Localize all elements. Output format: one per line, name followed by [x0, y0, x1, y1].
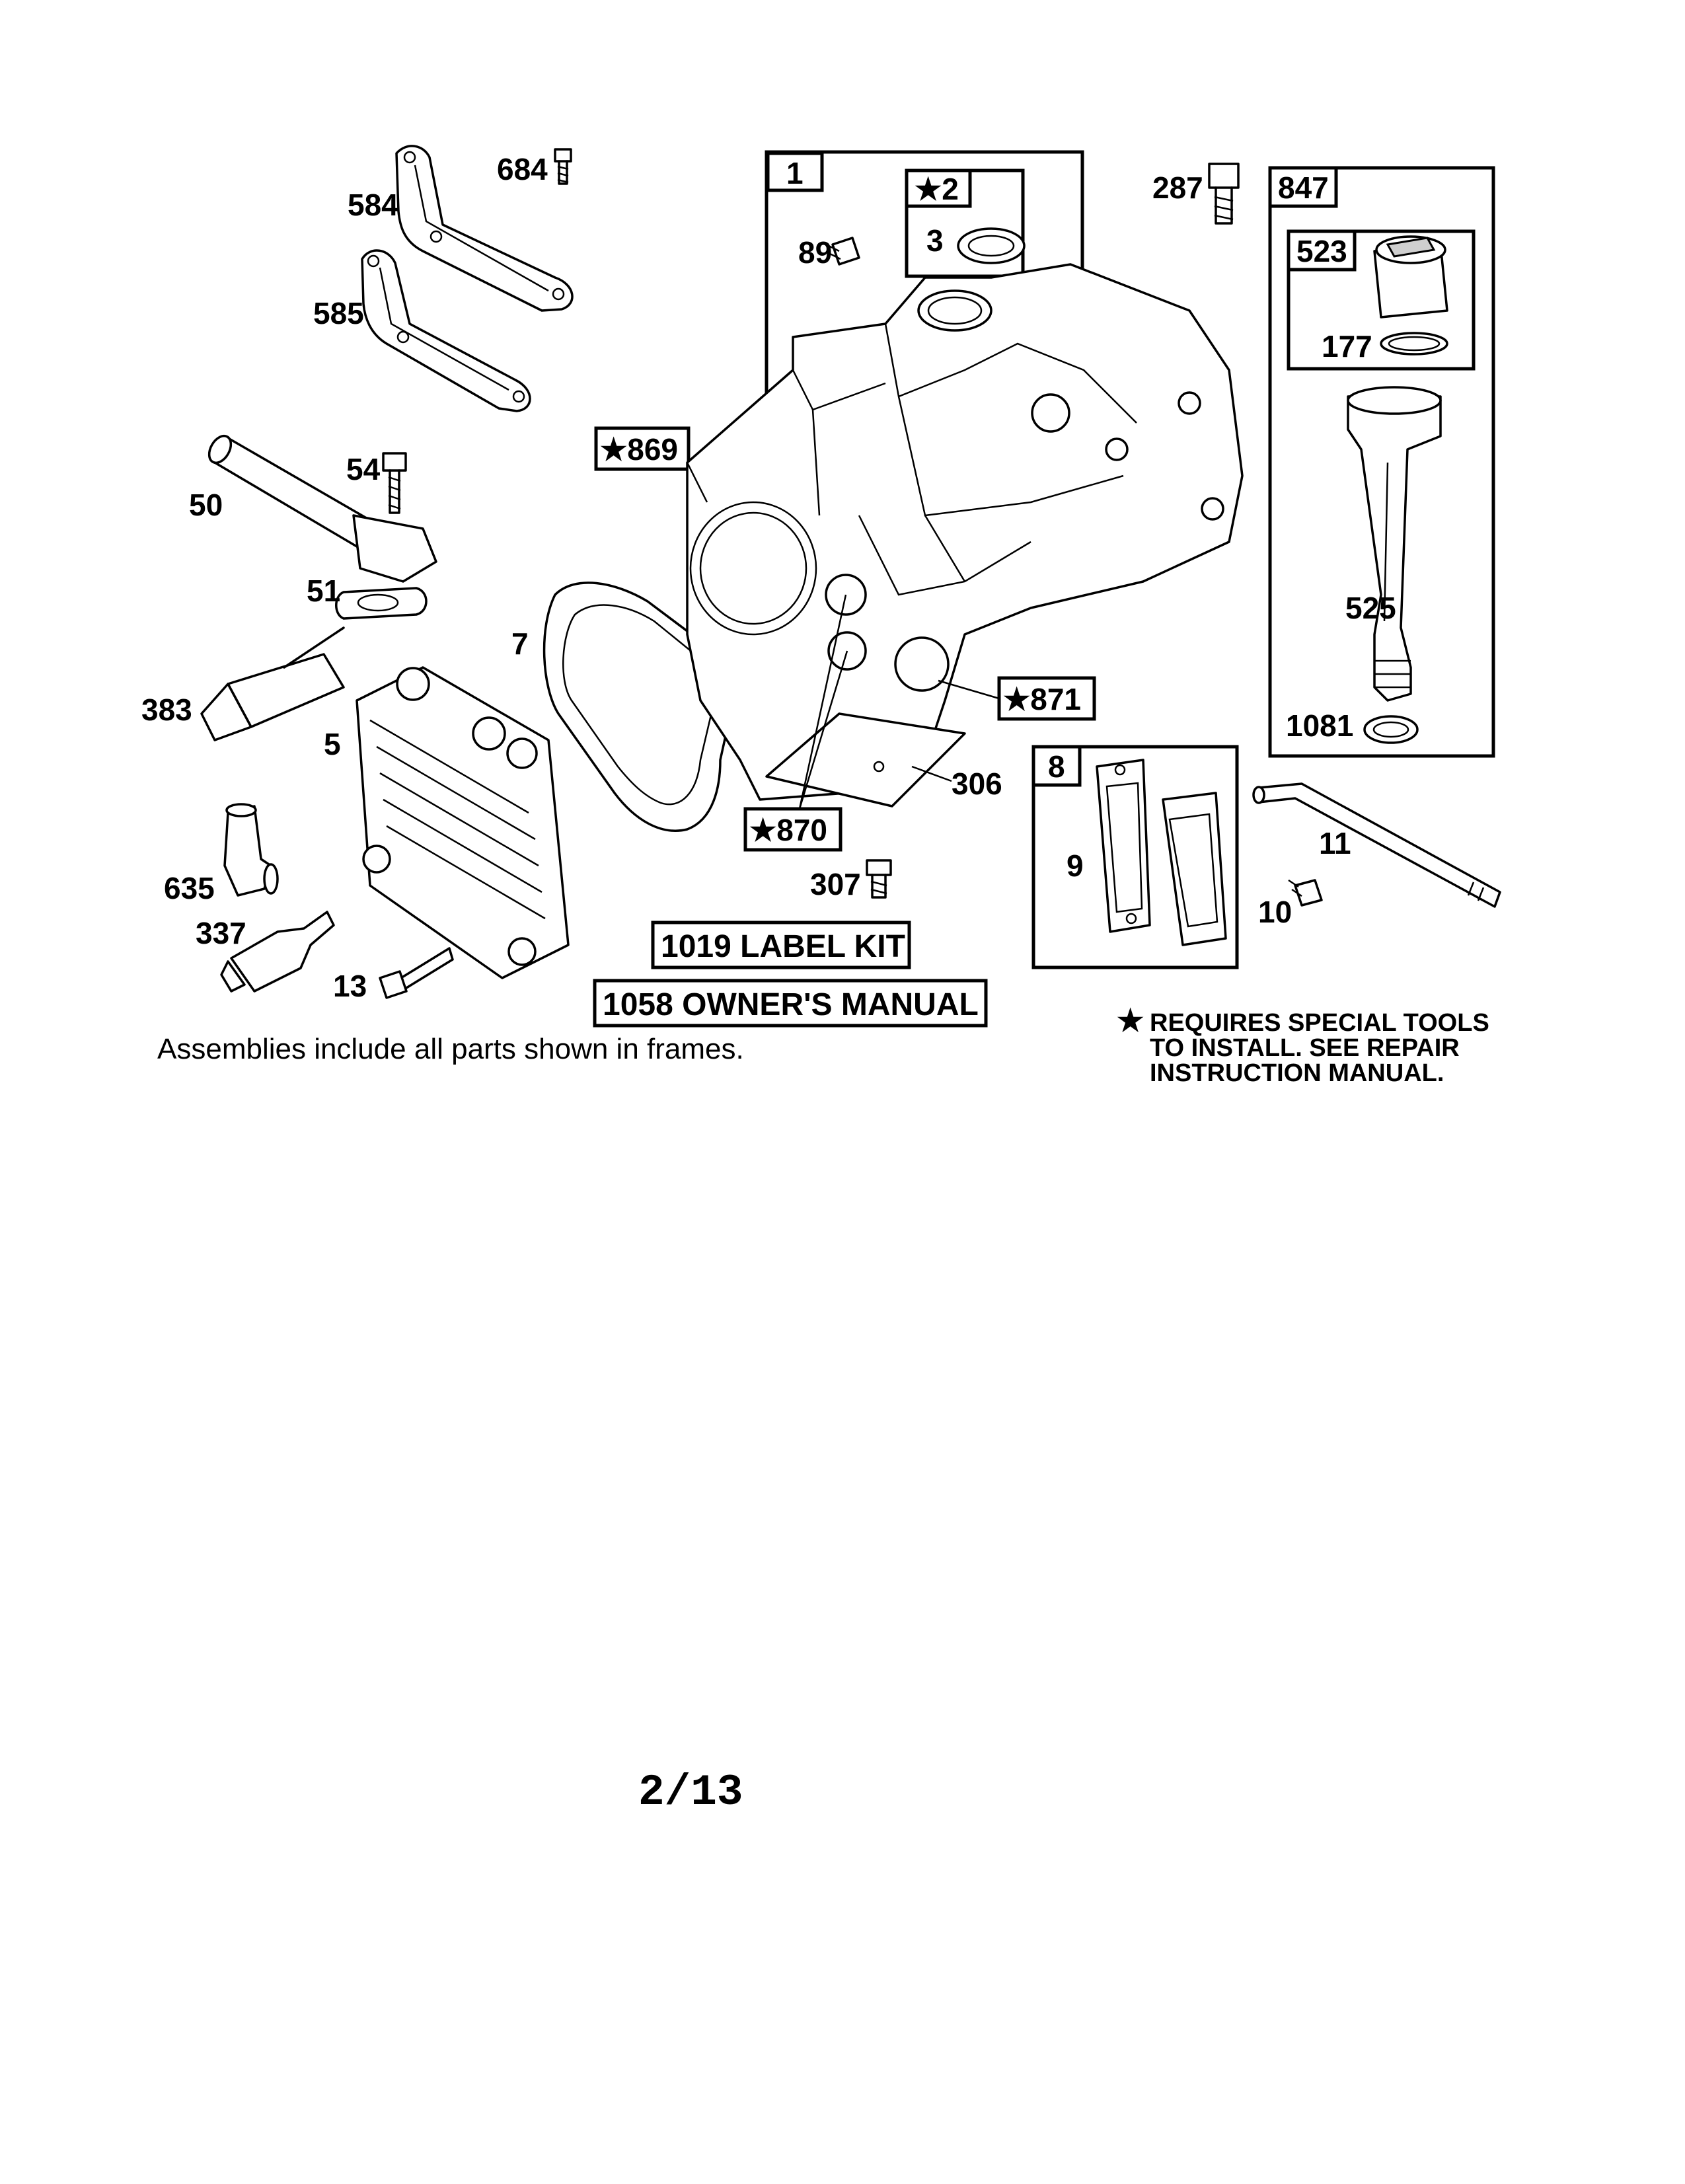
breather-tube-50-drawing: [207, 434, 437, 583]
callout-3: 3: [926, 223, 944, 258]
frame-1-tag: [766, 151, 824, 192]
frame-8-tag: [1031, 745, 1082, 787]
leader-306: [911, 765, 952, 782]
callout-307: 307: [810, 867, 861, 901]
callout-9: 9: [1067, 848, 1084, 883]
callout-54: 54: [346, 452, 381, 486]
callout-684: 684: [497, 152, 548, 186]
callout-585: 585: [313, 296, 364, 330]
callout-584: 584: [348, 188, 398, 222]
special-tools-star: ★: [1117, 1003, 1144, 1037]
boxed-label-1: 1: [786, 156, 804, 190]
dipstick-11-drawing: [1252, 782, 1501, 908]
frame-2-tag: [905, 169, 972, 208]
box-label-kit: [651, 921, 911, 969]
callout-50: 50: [189, 488, 223, 522]
assemblies-note: Assemblies include all parts shown in fr…: [157, 1033, 744, 1065]
callout-383: 383: [141, 693, 192, 727]
special-tools-line-3: INSTRUCTION MANUAL.: [1150, 1059, 1444, 1087]
dipstick-cap-523-drawing: [1373, 235, 1448, 319]
bolt-13-drawing: [379, 947, 454, 999]
o-ring-1081-drawing: [1363, 715, 1419, 744]
callout-337: 337: [196, 916, 246, 950]
screw-10-drawing: [1288, 879, 1323, 907]
frame-8: [1031, 745, 1239, 969]
boxed-label-869: ★869: [600, 432, 678, 467]
boxed-label-847: 847: [1278, 170, 1329, 205]
callout-306: 306: [952, 767, 1002, 801]
callout-7: 7: [511, 626, 529, 661]
gasket-51-drawing: [335, 587, 428, 620]
special-tools-line-2: TO INSTALL. SEE REPAIR: [1150, 1034, 1460, 1062]
callout-89: 89: [798, 235, 832, 270]
callout-525: 525: [1345, 591, 1396, 625]
bolt-287-drawing: [1208, 163, 1240, 225]
frame-847: [1268, 166, 1495, 758]
gasket-585-drawing: [361, 249, 531, 412]
label-kit-text: 1019 LABEL KIT: [661, 929, 905, 964]
bolt-54-drawing: [382, 452, 407, 514]
screw-89-drawing: [825, 237, 860, 266]
callout-287: 287: [1152, 170, 1203, 205]
screw-307-drawing: [866, 859, 892, 899]
frame-523: [1287, 229, 1476, 371]
owners-manual-text: 1058 OWNER'S MANUAL: [603, 987, 979, 1022]
box-869: [594, 426, 691, 471]
breather-8-drawing: [1162, 792, 1227, 946]
special-tools-line-1: REQUIRES SPECIAL TOOLS: [1150, 1009, 1489, 1037]
boxed-label-870: ★870: [749, 813, 827, 847]
callout-635: 635: [164, 871, 215, 905]
callout-13: 13: [333, 969, 367, 1003]
gasket-9-drawing: [1096, 759, 1151, 933]
frame-523-tag: [1287, 229, 1357, 272]
leader-869: [686, 462, 708, 503]
spark-plug-337-drawing: [220, 911, 335, 993]
boxed-label-2: ★2: [915, 172, 959, 206]
screw-684-drawing: [554, 148, 572, 185]
leader-870: [798, 594, 848, 810]
boxed-label-523: 523: [1296, 234, 1347, 268]
boxed-label-871: ★871: [1003, 682, 1081, 716]
callout-51: 51: [307, 574, 340, 608]
o-ring-177-drawing: [1380, 332, 1448, 356]
box-870: [743, 807, 842, 852]
cylinder-head-5-drawing: [356, 666, 570, 979]
callout-1081: 1081: [1286, 708, 1353, 743]
fitting-635-drawing: [223, 803, 279, 897]
seal-3-drawing: [957, 227, 1026, 264]
callout-11: 11: [1319, 826, 1351, 860]
dipstick-tube-525-drawing: [1347, 386, 1442, 702]
boxed-label-8: 8: [1048, 749, 1065, 784]
box-owners-manual: [593, 979, 988, 1028]
tool-383-drawing: [200, 626, 345, 741]
callout-10: 10: [1258, 895, 1292, 929]
leader-871: [938, 679, 1000, 700]
callout-177: 177: [1322, 329, 1372, 363]
frame-847-tag: [1268, 166, 1338, 208]
page-number: 2/13: [638, 1768, 743, 1817]
callout-5: 5: [324, 727, 341, 761]
engine-block-1-drawing: [686, 263, 1244, 801]
gasket-584-drawing: [395, 145, 574, 312]
